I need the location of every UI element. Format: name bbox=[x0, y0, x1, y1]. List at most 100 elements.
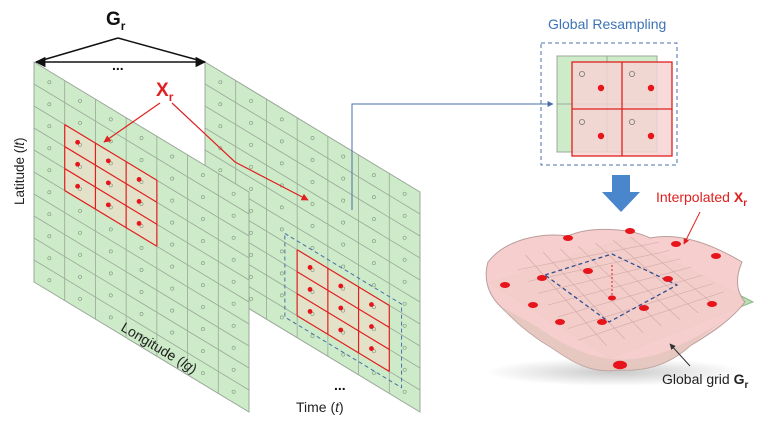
grid-point bbox=[170, 198, 175, 203]
resampling-window bbox=[284, 232, 403, 389]
observation-point bbox=[105, 202, 111, 208]
grid-point bbox=[218, 80, 223, 85]
grid-point bbox=[231, 367, 236, 372]
grid-point bbox=[402, 345, 407, 350]
grid-point bbox=[201, 217, 205, 222]
grid-point bbox=[218, 168, 223, 173]
grid-point bbox=[108, 161, 113, 166]
grid-point bbox=[170, 330, 175, 335]
grid-point bbox=[108, 315, 113, 320]
grid-point bbox=[47, 102, 52, 107]
grid-point bbox=[108, 249, 113, 254]
surface-grid-line bbox=[557, 274, 703, 318]
grid-point bbox=[139, 246, 144, 250]
grid-point bbox=[231, 323, 236, 328]
grid-point bbox=[310, 136, 315, 140]
grid-point bbox=[279, 271, 284, 276]
observation-point bbox=[307, 309, 313, 314]
grid-point bbox=[402, 191, 407, 196]
surface-point bbox=[583, 268, 593, 274]
grid-point bbox=[108, 293, 113, 298]
grid-point bbox=[279, 293, 284, 298]
grid-point bbox=[310, 202, 315, 206]
grid-point bbox=[47, 168, 52, 173]
grid-point bbox=[139, 180, 144, 184]
interpolated-xr-label: Interpolated Xr bbox=[656, 189, 747, 209]
grid-point bbox=[231, 235, 236, 240]
gr-label: Gr bbox=[106, 9, 126, 33]
grid-point bbox=[201, 195, 205, 200]
grid-point bbox=[139, 290, 144, 294]
surface-point bbox=[671, 241, 681, 247]
grid-point bbox=[78, 296, 82, 301]
highlight-line bbox=[296, 293, 390, 350]
global-resampling-label: Global Resampling bbox=[548, 16, 666, 32]
observation-point bbox=[338, 327, 344, 333]
grid-point bbox=[249, 186, 253, 191]
highlight-line bbox=[64, 146, 158, 203]
grid-point bbox=[249, 120, 253, 125]
highlight-region bbox=[297, 249, 390, 372]
grid-point bbox=[310, 334, 315, 338]
zoom-grid-point bbox=[579, 71, 586, 78]
grid-point bbox=[372, 173, 376, 178]
observation-point bbox=[75, 183, 81, 189]
grid-point bbox=[47, 234, 52, 239]
surface-grid-line bbox=[547, 266, 692, 306]
ellipsis-top: ... bbox=[112, 57, 124, 73]
zoom-observation-point bbox=[597, 132, 605, 140]
grid-point bbox=[310, 224, 315, 228]
grid-point bbox=[372, 327, 376, 332]
grid-point bbox=[78, 142, 82, 147]
zoom-grid-point bbox=[579, 119, 586, 126]
grid-point bbox=[170, 176, 175, 181]
surface-dashed-square bbox=[543, 253, 679, 323]
grid-point bbox=[249, 98, 253, 103]
grid-point bbox=[372, 349, 376, 354]
observation-point bbox=[75, 161, 81, 167]
observation-point bbox=[136, 177, 142, 182]
resampling-connector bbox=[351, 101, 554, 210]
highlight-region bbox=[64, 124, 157, 247]
grid-point bbox=[201, 173, 205, 178]
grid-point bbox=[310, 290, 315, 294]
grid-point bbox=[341, 286, 346, 291]
grid-point bbox=[139, 334, 144, 338]
global-grid-label: Global grid Gr bbox=[662, 371, 748, 391]
grid-point bbox=[108, 183, 113, 188]
grid-point bbox=[231, 345, 236, 350]
grid-point bbox=[170, 286, 175, 291]
zoom-observation-point bbox=[647, 132, 655, 140]
grid-point bbox=[108, 227, 113, 232]
grid-point bbox=[78, 274, 82, 279]
grid-point bbox=[341, 330, 346, 335]
grid-point bbox=[402, 279, 407, 284]
grid-point bbox=[78, 120, 82, 125]
surface-point bbox=[537, 275, 547, 281]
grid-point bbox=[170, 264, 175, 269]
surface-point bbox=[639, 305, 649, 311]
surface-point bbox=[613, 360, 627, 370]
grid-line bbox=[204, 127, 421, 259]
grid-point bbox=[201, 349, 205, 354]
highlight-line bbox=[64, 190, 158, 247]
xr-pointer-front bbox=[103, 102, 161, 143]
grid-point bbox=[78, 98, 82, 103]
surface-grid-line bbox=[595, 242, 681, 320]
grid-point bbox=[47, 212, 52, 217]
observation-point bbox=[75, 139, 81, 145]
observation-point bbox=[369, 302, 374, 307]
grid-point bbox=[201, 261, 205, 266]
grid-point bbox=[402, 257, 407, 262]
grid-point bbox=[402, 301, 407, 306]
highlight-line bbox=[64, 168, 158, 225]
surface-center-point bbox=[608, 295, 616, 301]
grid-point bbox=[47, 80, 52, 85]
grid-point bbox=[402, 367, 407, 372]
grid-point bbox=[170, 220, 175, 225]
grid-point bbox=[139, 268, 144, 272]
grid-point bbox=[402, 389, 407, 394]
surface-point bbox=[625, 228, 635, 234]
grid-point bbox=[402, 235, 407, 240]
grid-point bbox=[108, 117, 113, 122]
